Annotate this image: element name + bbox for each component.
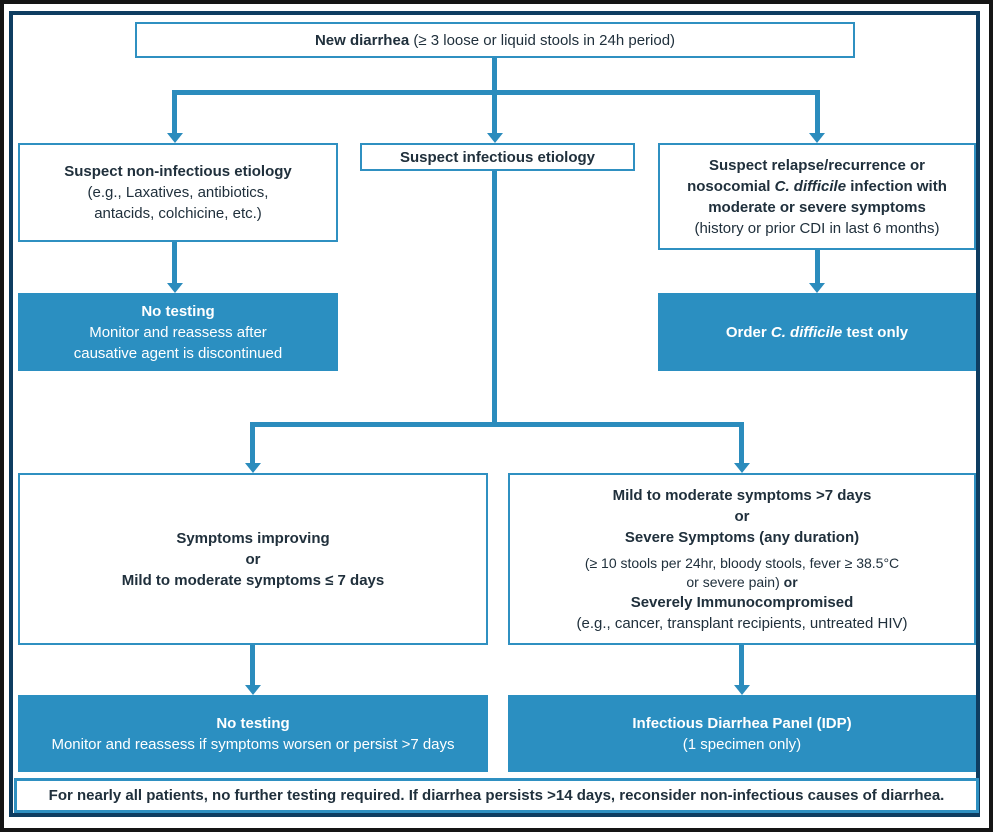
connector-relapse-to-cdiff <box>815 250 820 284</box>
severe-line5: or severe pain) or <box>686 573 797 592</box>
arrowhead-notesting-left <box>167 283 183 293</box>
severe-line7: (e.g., cancer, transplant recipients, un… <box>576 614 908 632</box>
severe-line6: Severely Immunocompromised <box>630 593 854 611</box>
footer-note-text: For nearly all patients, no further test… <box>48 787 945 804</box>
no-testing-monitor-title: No testing <box>141 302 215 320</box>
no-testing-monitor-line3: causative agent is discontinued <box>73 344 283 362</box>
connector-improving-stem <box>250 422 255 464</box>
no-testing-persist-title: No testing <box>216 714 290 732</box>
relapse-line2: nosocomial C. difficile infection with <box>687 176 947 197</box>
improving-line3: Mild to moderate symptoms ≤ 7 days <box>121 571 385 589</box>
severe-or1: or <box>734 507 750 525</box>
relapse-line4: (history or prior CDI in last 6 months) <box>694 219 940 237</box>
connector-top-split <box>172 90 820 95</box>
node-no-testing-monitor: No testing Monitor and reassess after ca… <box>18 293 338 371</box>
arrowhead-improving <box>245 463 261 473</box>
arrowhead-cdiff-test <box>809 283 825 293</box>
relapse-line1: Suspect relapse/recurrence or <box>709 156 925 174</box>
new-diarrhea-detail: (≥ 3 loose or liquid stools in 24h perio… <box>413 31 676 49</box>
arrowhead-right-branch <box>809 133 825 143</box>
relapse-line2-pre: nosocomial <box>687 177 775 195</box>
no-testing-persist-line2: Monitor and reassess if symptoms worsen … <box>51 735 455 753</box>
non-infectious-title: Suspect non-infectious etiology <box>64 163 292 180</box>
node-no-testing-persist: No testing Monitor and reassess if sympt… <box>18 695 488 772</box>
relapse-line3: moderate or severe symptoms <box>708 198 926 216</box>
order-cdiff-text: Order C. difficile test only <box>726 322 908 343</box>
infectious-title: Suspect infectious etiology <box>399 148 596 166</box>
node-suspect-relapse: Suspect relapse/recurrence or nosocomial… <box>658 143 976 250</box>
connector-left-branch-stem <box>172 90 177 134</box>
idp-line2: (1 specimen only) <box>682 735 802 753</box>
connector-noninfectious-to-notesting <box>172 242 177 284</box>
order-cdiff-pre: Order <box>725 323 771 341</box>
footer-note: For nearly all patients, no further test… <box>14 778 979 813</box>
node-order-cdiff-test: Order C. difficile test only <box>658 293 976 371</box>
order-cdiff-post: test only <box>842 323 909 341</box>
connector-right-branch-stem <box>815 90 820 134</box>
relapse-cdifficile-italic: C. difficile <box>774 177 847 195</box>
severe-line4: (≥ 10 stools per 24hr, bloody stools, fe… <box>584 554 900 571</box>
improving-or: or <box>245 550 261 568</box>
no-testing-monitor-line2: Monitor and reassess after <box>89 323 267 341</box>
connector-infectious-stem <box>492 171 497 427</box>
non-infectious-line3: antacids, colchicine, etc.) <box>94 205 262 222</box>
severe-line1: Mild to moderate symptoms >7 days <box>612 486 872 504</box>
relapse-line2-post: infection with <box>846 177 947 195</box>
order-cdiff-italic: C. difficile <box>770 323 843 341</box>
connector-severe-to-idp <box>739 645 744 685</box>
node-severe-symptoms: Mild to moderate symptoms >7 days or Sev… <box>508 473 976 645</box>
severe-line3: Severe Symptoms (any duration) <box>624 528 860 546</box>
connector-mid-split <box>250 422 744 427</box>
node-new-diarrhea-text: New diarrhea (≥ 3 loose or liquid stools… <box>315 30 675 51</box>
non-infectious-line2: (e.g., Laxatives, antibiotics, <box>87 184 269 201</box>
idp-title: Infectious Diarrhea Panel (IDP) <box>632 714 852 732</box>
improving-line1: Symptoms improving <box>176 529 330 547</box>
severe-or2: or <box>783 573 798 590</box>
connector-root-stem <box>492 58 497 134</box>
arrowhead-idp <box>734 685 750 695</box>
connector-severe-stem <box>739 422 744 464</box>
node-suspect-infectious: Suspect infectious etiology <box>360 143 635 171</box>
arrowhead-severe <box>734 463 750 473</box>
arrowhead-notesting-bottom <box>245 685 261 695</box>
node-suspect-non-infectious: Suspect non-infectious etiology (e.g., L… <box>18 143 338 242</box>
node-idp: Infectious Diarrhea Panel (IDP) (1 speci… <box>508 695 976 772</box>
arrowhead-left-branch <box>167 133 183 143</box>
node-symptoms-improving: Symptoms improving or Mild to moderate s… <box>18 473 488 645</box>
node-new-diarrhea: New diarrhea (≥ 3 loose or liquid stools… <box>135 22 855 58</box>
severe-line5-pre: or severe pain) <box>686 573 784 590</box>
arrowhead-center-branch <box>487 133 503 143</box>
new-diarrhea-lead: New diarrhea <box>314 31 414 49</box>
connector-improving-to-notesting <box>250 645 255 685</box>
